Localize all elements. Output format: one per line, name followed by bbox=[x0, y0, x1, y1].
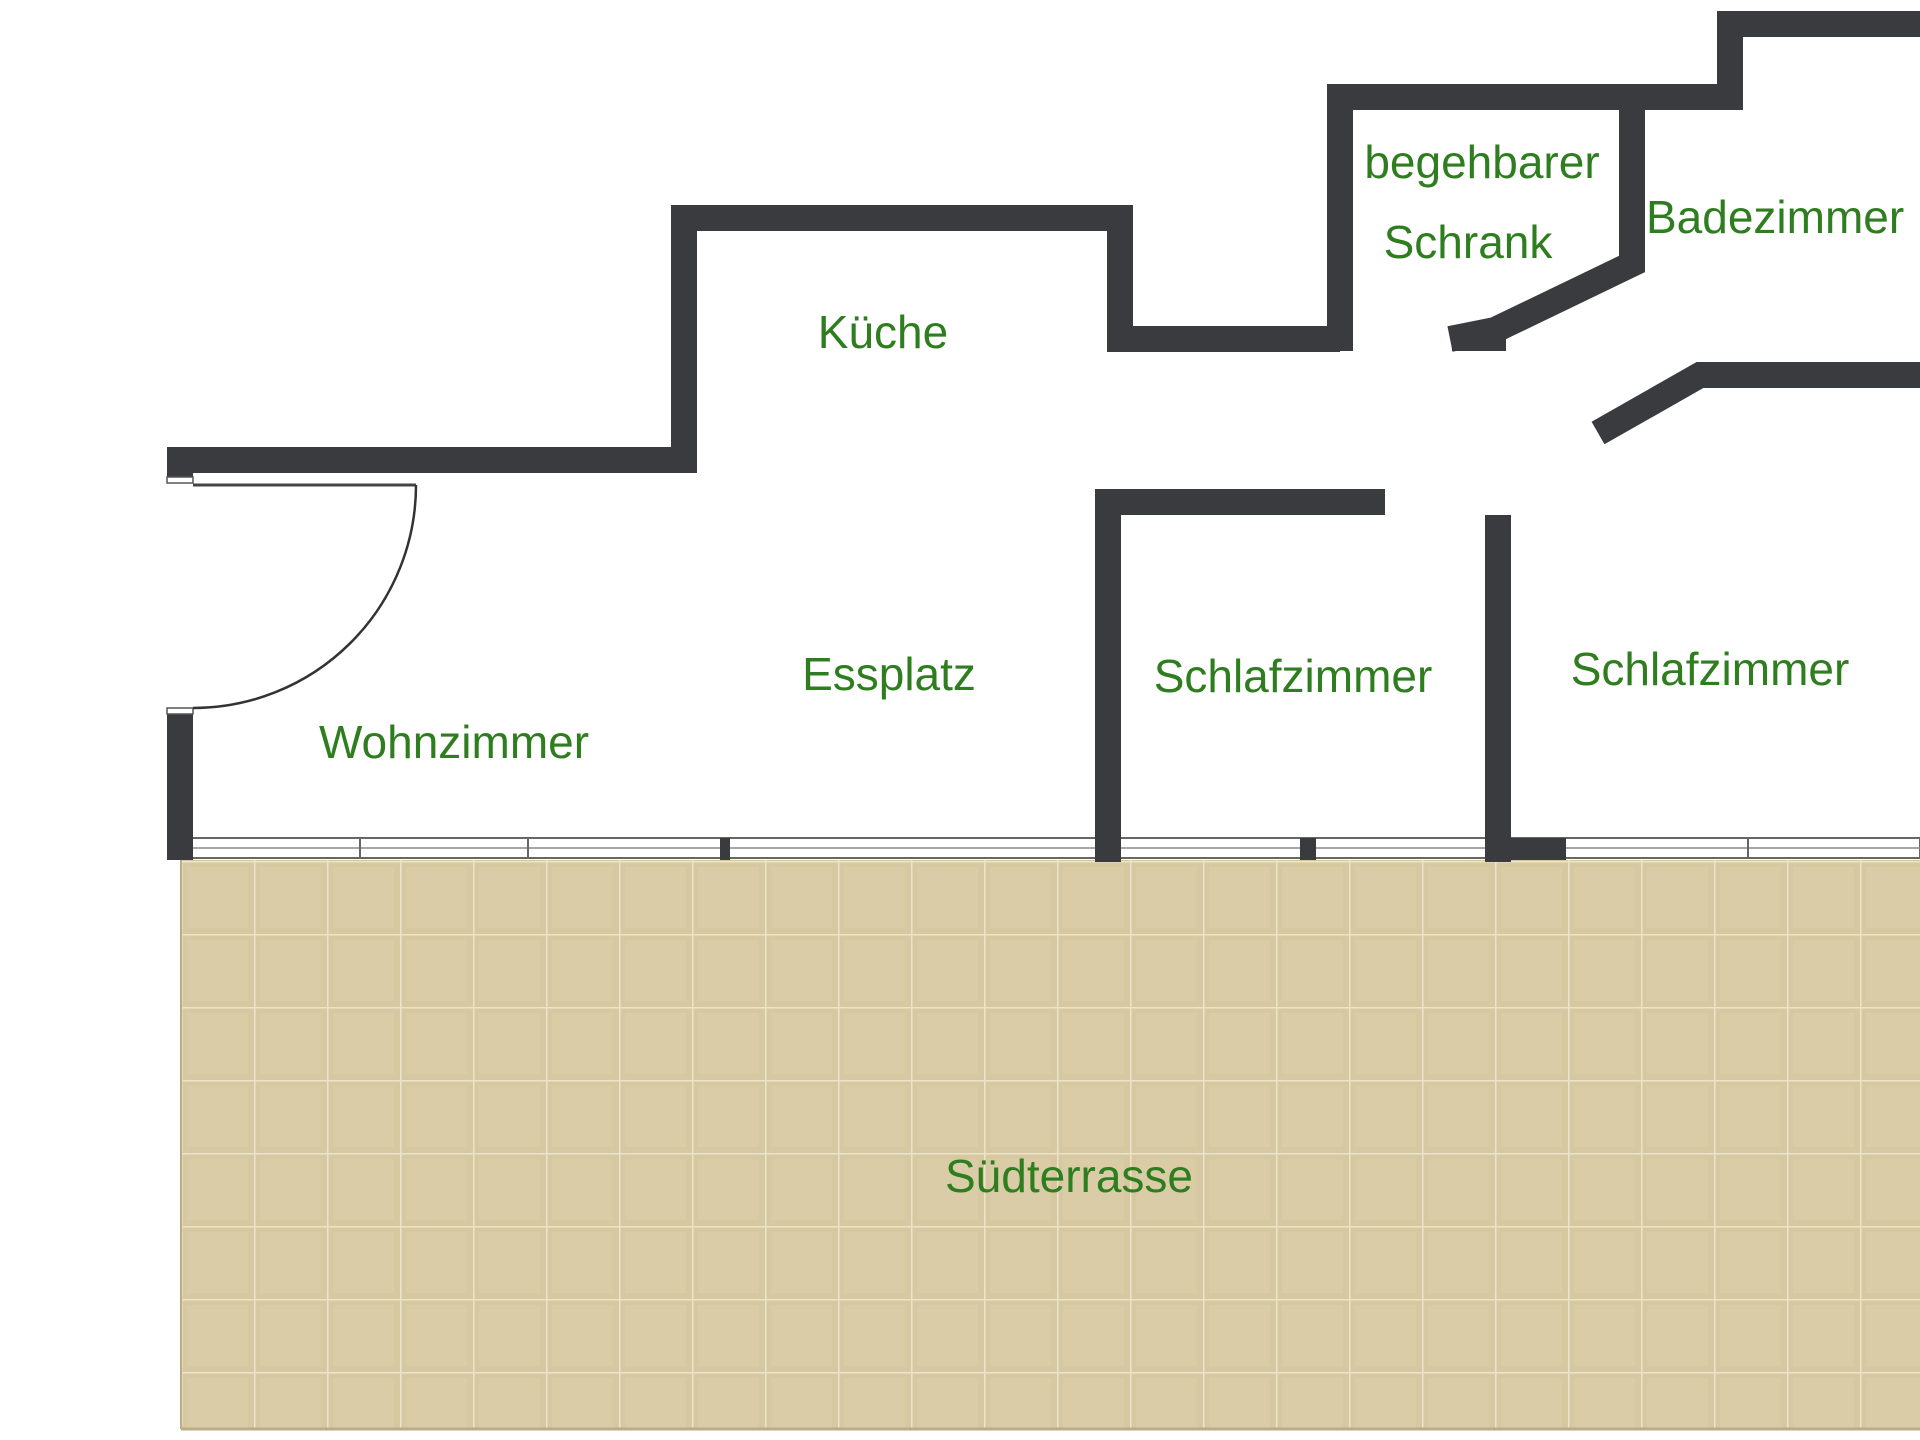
wall-bedroom-1 bbox=[1095, 489, 1385, 862]
wall-bathroom-lower bbox=[1591, 362, 1920, 445]
walls bbox=[167, 11, 1920, 862]
window-mullion bbox=[1300, 838, 1316, 860]
label-begehbarer: begehbarer bbox=[1364, 136, 1599, 188]
wall-corner-stub bbox=[1498, 838, 1566, 860]
label-schlafzimmer-2: Schlafzimmer bbox=[1571, 643, 1850, 695]
wall-closet-door-ledge bbox=[1452, 327, 1506, 351]
label-schlafzimmer-1: Schlafzimmer bbox=[1154, 650, 1433, 702]
wall-west-upper bbox=[167, 447, 193, 477]
door-jamb-top bbox=[166, 476, 194, 484]
wall-north-kitchen bbox=[167, 205, 1340, 473]
entry-door-swing bbox=[192, 484, 418, 710]
door-jamb-bottom bbox=[166, 707, 194, 715]
label-essplatz: Essplatz bbox=[802, 648, 976, 700]
wall-west-lower bbox=[167, 714, 193, 860]
label-badezimmer: Badezimmer bbox=[1646, 191, 1904, 243]
label-suedterrasse: Südterrasse bbox=[945, 1150, 1193, 1202]
window-mullion bbox=[720, 838, 730, 860]
south-windows bbox=[189, 837, 1920, 859]
label-wohnzimmer: Wohnzimmer bbox=[319, 716, 589, 768]
label-schrank: Schrank bbox=[1384, 216, 1554, 268]
terrace-area bbox=[181, 860, 1920, 1430]
wall-bathroom-top bbox=[1632, 11, 1920, 110]
label-kueche: Küche bbox=[818, 306, 948, 358]
